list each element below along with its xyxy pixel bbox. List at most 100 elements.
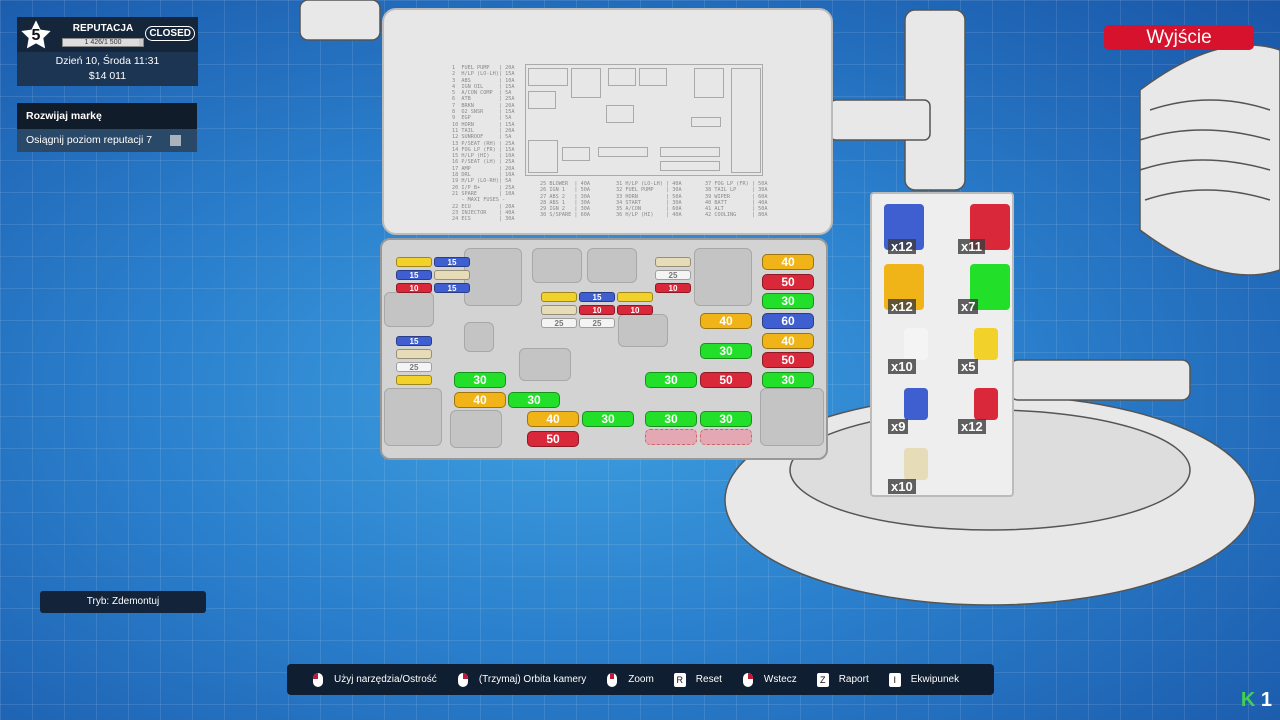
controls-hint-bar: Użyj narzędzia/Ostrość (Trzymaj) Orbita k… (287, 664, 994, 695)
empty-fuse-slot[interactable] (700, 429, 752, 445)
fuse-box-lid (382, 8, 833, 235)
fuse-tan[interactable] (541, 305, 577, 315)
fuse-orange-40[interactable]: 40 (700, 313, 752, 329)
inventory-slot-red[interactable]: x11 (946, 200, 1014, 258)
hint-zoom: Zoom (606, 672, 654, 687)
inventory-slot-green[interactable]: x7 (946, 260, 1014, 318)
inventory-count: x12 (888, 239, 916, 254)
fuse-green-30[interactable]: 30 (645, 411, 697, 427)
fuse-white-25[interactable]: 25 (541, 318, 577, 328)
fuse-blue-60[interactable]: 60 (762, 313, 814, 329)
empty-fuse-slot[interactable] (645, 429, 697, 445)
inventory-slot-white[interactable]: x10 (876, 320, 944, 378)
fuse-green-30[interactable]: 30 (645, 372, 697, 388)
reputation-progress-text: 1 426/1 500 (84, 39, 122, 46)
fuse-tan[interactable] (655, 257, 691, 267)
fuse-legend-col2: 25 BLOWER | 40A 26 IGN 1 | 50A 27 ABS 2 … (540, 181, 590, 219)
fuse-green-30[interactable]: 30 (762, 372, 814, 388)
fuse-tan-icon (904, 448, 928, 480)
fuse-legend-col3: 31 H/LP (LO-LH) | 40A 32 FUEL PUMP | 30A… (616, 181, 682, 219)
fuse-yellow[interactable] (396, 257, 432, 267)
fuse-green-30[interactable]: 30 (508, 392, 560, 408)
fuse-green-30[interactable]: 30 (582, 411, 634, 427)
fuse-red-50[interactable]: 50 (700, 372, 752, 388)
fuse-yellow[interactable] (617, 292, 653, 302)
inventory-slot-blue[interactable]: x9 (876, 380, 944, 438)
mouse-icon (742, 672, 754, 687)
fuse-yellow[interactable] (396, 375, 432, 385)
hint-raport: Z Raport (816, 672, 869, 687)
quest-panel: Rozwijaj markę Osiągnij poziom reputacji… (17, 103, 197, 152)
reputation-label: REPUTACJA (72, 23, 134, 34)
quest-title: Rozwijaj markę (17, 103, 197, 129)
mouse-icon (312, 672, 324, 687)
level-star-icon: 5 (19, 19, 53, 51)
fuse-orange-40[interactable]: 40 (762, 333, 814, 349)
fuse-white-25[interactable]: 25 (396, 362, 432, 372)
level-number: 5 (31, 27, 41, 44)
inventory-slot-red[interactable]: x12 (946, 380, 1014, 438)
key-r-icon: R (673, 672, 686, 687)
fuse-green-30[interactable]: 30 (762, 293, 814, 309)
shop-status-badge: CLOSED (145, 26, 195, 41)
fuse-blue-15[interactable]: 15 (579, 292, 615, 302)
key-z-icon: Z (816, 672, 829, 687)
fuse-red-50[interactable]: 50 (762, 274, 814, 290)
fuse-blue-15[interactable]: 15 (434, 283, 470, 293)
fuse-green-30[interactable]: 30 (454, 372, 506, 388)
fuse-tan[interactable] (396, 349, 432, 359)
fuse-red-50[interactable]: 50 (762, 352, 814, 368)
hint-label: Ekwipunek (910, 674, 960, 685)
fuse-red-10[interactable]: 10 (396, 283, 432, 293)
reputation-panel: 5 REPUTACJA 1 426/1 500 CLOSED Dzień 10,… (17, 17, 198, 86)
hint-wstecz: Wstecz (742, 672, 797, 687)
fuse-white-icon (904, 328, 928, 360)
logo-count: 1 (1260, 689, 1272, 711)
quest-objective-text: Osiągnij poziom reputacji 7 (26, 134, 153, 146)
hint-label: Reset (695, 674, 722, 685)
fuse-white-25[interactable]: 25 (579, 318, 615, 328)
mouse-icon (457, 672, 469, 687)
inventory-count: x12 (958, 419, 986, 434)
hint-użyj-narzędzia-ostrość: Użyj narzędzia/Ostrość (312, 672, 437, 687)
inventory-slot-yellow[interactable]: x5 (946, 320, 1014, 378)
hint-label: Zoom (628, 674, 654, 685)
hint-reset: R Reset (673, 672, 722, 687)
fuse-red-50[interactable]: 50 (527, 431, 579, 447)
fuse-white-25[interactable]: 25 (655, 270, 691, 280)
logo-letter: K (1240, 689, 1256, 711)
fuse-orange-40[interactable]: 40 (762, 254, 814, 270)
fuse-blue-15[interactable]: 15 (396, 270, 432, 280)
inventory-slot-tan[interactable]: x10 (876, 440, 944, 498)
inventory-count: x11 (958, 239, 985, 254)
fuse-red-10[interactable]: 10 (655, 283, 691, 293)
hint-trzymaj-orbita-kamery: (Trzymaj) Orbita kamery (457, 672, 586, 687)
hint-label: (Trzymaj) Orbita kamery (478, 674, 587, 685)
hint-label: Raport (838, 674, 869, 685)
fuse-legend-col1: 1 FUEL PUMP | 20A 2 H/LP (LO-LH)| 15A 3 … (452, 65, 515, 223)
fuse-red-10[interactable]: 10 (617, 305, 653, 315)
objective-checkbox (170, 135, 181, 146)
fuse-yellow[interactable] (541, 292, 577, 302)
inventory-slot-blue[interactable]: x12 (876, 200, 944, 258)
fuse-layout-diagram (525, 64, 763, 176)
fuse-orange-40[interactable]: 40 (527, 411, 579, 427)
fuse-orange-40[interactable]: 40 (454, 392, 506, 408)
fuse-blue-15[interactable]: 15 (434, 257, 470, 267)
fuse-green-30[interactable]: 30 (700, 343, 752, 359)
inventory-count: x10 (888, 479, 916, 494)
fuse-tan[interactable] (434, 270, 470, 280)
hint-label: Użyj narzędzia/Ostrość (334, 674, 437, 685)
key-i-icon: I (888, 672, 901, 687)
fuse-red-10[interactable]: 10 (579, 305, 615, 315)
fuse-green-30[interactable]: 30 (700, 411, 752, 427)
reputation-progress-bar: 1 426/1 500 (62, 38, 144, 47)
fuse-legend-col4: 37 FOG LP (FR) | 50A 38 TAIL LP | 30A 39… (705, 181, 768, 219)
game-datetime: Dzień 10, Środa 11:31 (55, 55, 160, 67)
fuse-blue-15[interactable]: 15 (396, 336, 432, 346)
exit-button[interactable]: Wyjście (1104, 25, 1254, 50)
fuse-red-icon (974, 388, 998, 420)
inventory-slot-orange[interactable]: x12 (876, 260, 944, 318)
